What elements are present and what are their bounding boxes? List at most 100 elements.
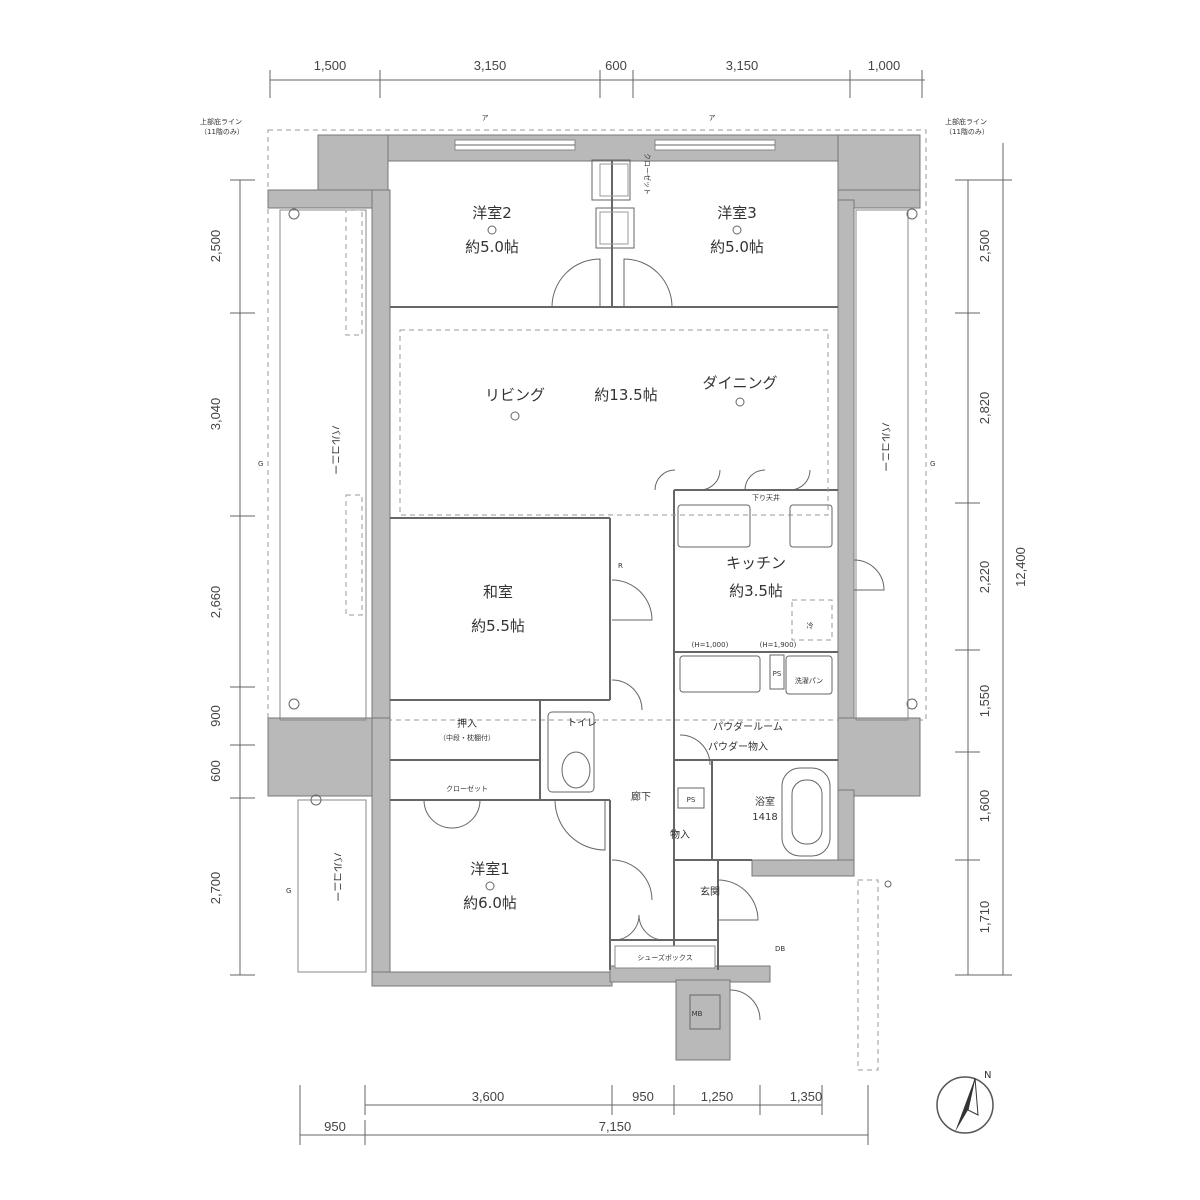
- right-dim-1: 2,500: [977, 230, 992, 263]
- right-dim-total: 12,400: [1013, 547, 1028, 587]
- refrigerator-label: 冷: [807, 621, 814, 630]
- height-note-1: (H=1,000): [692, 641, 729, 649]
- ceiling-light-icon: [485, 881, 495, 891]
- top-dim-1: 1,500: [314, 58, 347, 73]
- mark-db: DB: [775, 945, 785, 953]
- door-swings: [423, 258, 885, 1021]
- room-living-size: 約13.5帖: [594, 386, 657, 404]
- fixtures: [547, 504, 833, 1030]
- bottom-dim-1: 3,600: [472, 1089, 505, 1104]
- compass-north-label: N: [984, 1070, 991, 1081]
- room-powder-storage: パウダー物入: [708, 740, 768, 753]
- left-dim-1: 2,500: [208, 230, 223, 263]
- height-note-2: (H=1,900): [760, 641, 797, 649]
- right-dimension-line: 2,500 2,820 2,220 1,550 1,600 1,710 12,4…: [955, 143, 1028, 976]
- left-dimension-line: 2,500 3,040 2,660 900 600 2,700: [208, 179, 255, 976]
- left-dim-3: 2,660: [208, 586, 223, 619]
- ceiling-light-icon: [487, 225, 497, 235]
- balcony-bottom-label: バルコニー: [331, 852, 343, 902]
- right-dim-4: 1,550: [977, 685, 992, 718]
- top-dim-4: 3,150: [726, 58, 759, 73]
- room-closet-name: クローゼット: [446, 784, 488, 793]
- toilet-bowl: [561, 751, 591, 789]
- kitchen-sink: [677, 504, 751, 548]
- compass-icon: N: [936, 1070, 994, 1134]
- room-oshiire-name: 押入: [457, 717, 477, 730]
- room-japanese-name: 和室: [483, 583, 513, 601]
- room-shoebox-name: シューズボックス: [637, 953, 692, 962]
- walls: [267, 134, 921, 1061]
- top-dim-3: 600: [605, 58, 627, 73]
- left-dim-6: 2,700: [208, 872, 223, 905]
- right-dim-6: 1,710: [977, 901, 992, 934]
- left-dim-4: 900: [208, 705, 223, 727]
- bottom-dim-3: 1,250: [701, 1089, 734, 1104]
- ceiling-light-icon: [735, 397, 745, 407]
- balcony-right-label: バルコニー: [879, 422, 891, 472]
- left-dim-2: 3,040: [208, 398, 223, 431]
- ps-label: PS: [687, 796, 696, 804]
- room-western3-name: 洋室3: [717, 204, 757, 222]
- left-dim-5: 600: [208, 760, 223, 782]
- room-powder-name: パウダールーム: [713, 720, 783, 733]
- room-kitchen-name: キッチン: [726, 554, 786, 572]
- mb-box: [689, 994, 721, 1030]
- mark-g-2: G: [930, 460, 935, 468]
- bottom-dim-4: 1,350: [790, 1089, 823, 1104]
- bottom-dim-6: 7,150: [599, 1119, 632, 1134]
- ps-box-kitchen: [769, 654, 785, 690]
- bathtub: [781, 767, 831, 857]
- lowered-ceiling-label: 下り天井: [752, 493, 780, 502]
- mb-label: MB: [692, 1010, 703, 1018]
- room-washer-name: 洗濯パン: [795, 676, 823, 685]
- mark-a-1: ア: [482, 114, 489, 122]
- interior-walls: [390, 160, 838, 970]
- ceiling-light-icon: [732, 225, 742, 235]
- right-dim-2: 2,820: [977, 392, 992, 425]
- top-windows: [454, 139, 776, 151]
- closet-small-label: クローゼット: [643, 153, 652, 195]
- shoebox-outline: [614, 945, 716, 969]
- bottom-dim-5: 950: [324, 1119, 346, 1134]
- room-kitchen-size: 約3.5帖: [729, 582, 783, 600]
- room-western2-name: 洋室2: [472, 204, 512, 222]
- mark-g-1: G: [258, 460, 263, 468]
- room-western2-size: 約5.0帖: [465, 238, 519, 256]
- eave-note-right-sub: （11階のみ）: [945, 127, 989, 136]
- top-dim-2: 3,150: [474, 58, 507, 73]
- mark-r: R: [618, 562, 623, 570]
- upper-eave-line: [267, 129, 927, 721]
- room-oshiire-note: （中段・枕棚付）: [439, 733, 495, 742]
- top-dimension-line: 1,500 3,150 600 3,150 1,000: [269, 58, 925, 98]
- eave-note-left-sub: （11階のみ）: [200, 127, 244, 136]
- eave-note-right: 上部庇ライン: [945, 117, 987, 126]
- top-dim-5: 1,000: [868, 58, 901, 73]
- refrigerator-space: [791, 599, 833, 641]
- bottom-dimension-lines: 3,600 950 1,250 1,350 950 7,150: [299, 1085, 869, 1145]
- room-toilet-name: トイレ: [567, 718, 597, 729]
- top-closets: [591, 159, 635, 249]
- room-japanese-size: 約5.5帖: [471, 617, 525, 635]
- toilet-room-fixture: [547, 711, 595, 793]
- room-bath-name: 浴室: [755, 795, 775, 808]
- ps-box: [677, 787, 705, 809]
- balconies: [279, 208, 918, 1071]
- ceiling-light-icon: [510, 411, 520, 421]
- vanity: [679, 655, 761, 693]
- room-living-name: リビング: [485, 386, 545, 404]
- balcony-left-label: バルコニー: [329, 425, 341, 475]
- washer-pan: [785, 655, 833, 695]
- room-labels: 洋室2 約5.0帖 洋室3 約5.0帖 リビング 約13.5帖 ダイニング 和室…: [258, 114, 935, 1018]
- room-storage-name: 物入: [670, 828, 690, 841]
- room-entrance-name: 玄関: [700, 885, 720, 898]
- bottom-dim-2: 950: [632, 1089, 654, 1104]
- eave-note-left: 上部庇ライン: [200, 117, 242, 126]
- right-dim-3: 2,220: [977, 561, 992, 594]
- mark-g-3: G: [286, 887, 291, 895]
- room-western1-size: 約6.0帖: [463, 894, 517, 912]
- cooktop: [789, 504, 833, 548]
- room-hall-name: 廊下: [631, 790, 651, 803]
- ps-label-kitchen: PS: [773, 670, 782, 678]
- mark-a-2: ア: [709, 114, 716, 122]
